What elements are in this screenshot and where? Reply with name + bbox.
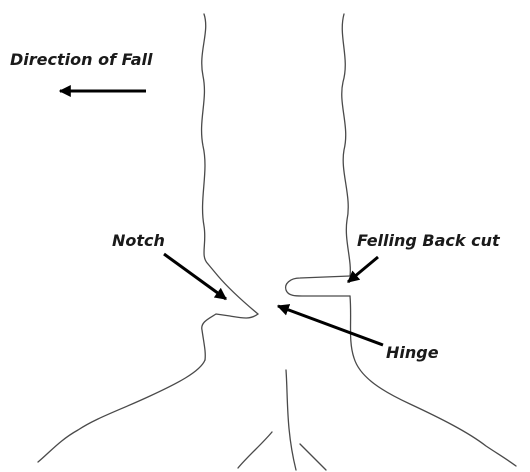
left-root-flare bbox=[37, 359, 206, 463]
hinge-pointer-arrow bbox=[276, 304, 384, 347]
center-root-line bbox=[285, 369, 297, 471]
inner-root-left bbox=[237, 431, 273, 469]
direction-of-fall-label: Direction of Fall bbox=[10, 50, 153, 69]
trunk-left-outline bbox=[200, 13, 259, 315]
notch-lower-face bbox=[201, 313, 259, 361]
trunk-right-outline bbox=[341, 13, 351, 277]
notch-pointer-arrow bbox=[163, 252, 227, 301]
notch-label: Notch bbox=[112, 231, 165, 250]
right-root-flare bbox=[349, 295, 517, 467]
inner-root-right bbox=[299, 443, 327, 471]
backcut-pointer-arrow bbox=[347, 255, 379, 284]
backcut-kerf bbox=[284, 275, 351, 297]
felling-back-cut-label: Felling Back cut bbox=[357, 231, 501, 250]
hinge-label: Hinge bbox=[386, 343, 439, 362]
